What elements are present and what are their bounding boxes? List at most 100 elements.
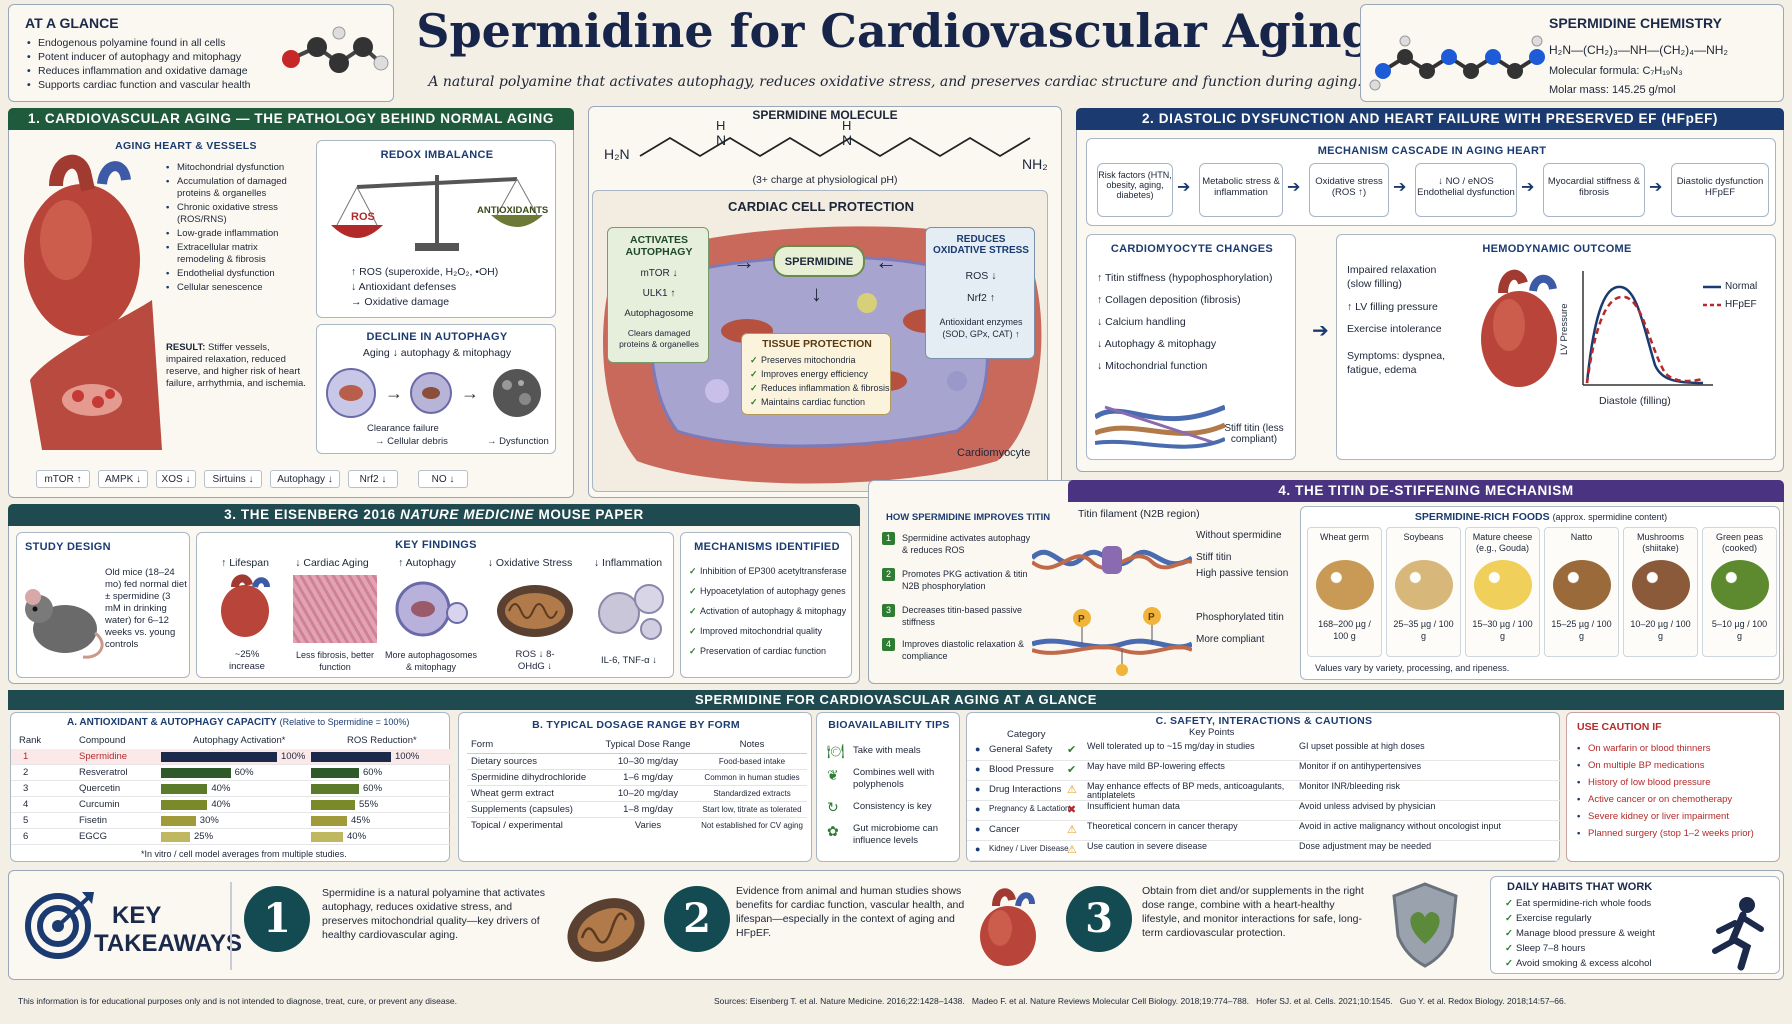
table-header: Notes <box>739 739 765 751</box>
cardio-changes-title: CARDIOMYOCYTE CHANGES <box>1110 243 1274 255</box>
key-point-cell: GI upset possible at high doses <box>1299 741 1425 751</box>
finding-caption: Less fibrosis, better function <box>295 650 375 672</box>
table-cell: Standardized extracts <box>713 788 791 798</box>
habits-title: DAILY HABITS THAT WORK <box>1507 881 1653 893</box>
safety-title: C. SAFETY, INTERACTIONS & CAUTIONS <box>1155 715 1373 727</box>
autophagy-bar <box>161 816 196 826</box>
activates-item: Autophagosome <box>624 308 694 319</box>
lv-pressure-axis-label: LV Pressure <box>1559 303 1570 355</box>
cascade-step: Metabolic stress & inflammation <box>1199 163 1283 217</box>
key-point-cell: Dose adjustment may be needed <box>1299 841 1432 851</box>
rank-cell: 6 <box>23 831 29 842</box>
structure-nh2: NH₂ <box>1022 156 1048 172</box>
table-cell: 1–8 mg/day <box>623 803 673 815</box>
heart-icon <box>980 888 1036 966</box>
food-value: 10–20 µg / 100 g <box>1630 619 1691 641</box>
autophagy-line: Aging ↓ autophagy & mitophagy <box>362 347 512 359</box>
autophagy-value: 40% <box>211 799 231 810</box>
tip-text: Take with meals <box>853 745 921 756</box>
compound-cell: Curcumin <box>79 799 120 810</box>
list-item: Low-grade inflammation <box>166 228 298 240</box>
legend-hfpef: HFpEF <box>1725 299 1757 310</box>
cascade-title: MECHANISM CASCADE IN AGING HEART <box>1317 145 1547 157</box>
ros-bar <box>311 784 359 794</box>
compound-cell: Quercetin <box>79 783 121 794</box>
food-image <box>1473 560 1532 610</box>
col-key-points: Key Points <box>1189 727 1235 738</box>
table-cell: Not established for CV aging <box>701 820 803 830</box>
arrow-right-icon: → <box>733 249 755 274</box>
hemo-item: ↑ LV filling pressure <box>1347 301 1438 313</box>
col-category: Category <box>1007 729 1046 740</box>
table-cell: 10–20 mg/day <box>617 787 679 799</box>
food-image <box>1552 560 1611 610</box>
fibrosis-tissue-image <box>293 575 377 643</box>
reduces-stress-box: REDUCES OXIDATIVE STRESS ROS ↓ Nrf2 ↑ An… <box>925 227 1035 359</box>
food-value: 5–10 µg / 100 g <box>1711 619 1768 641</box>
col-ros: ROS Reduction* <box>347 735 417 746</box>
tissue-title: TISSUE PROTECTION <box>762 338 872 350</box>
finding-caption: More autophagosomes & mitophagy <box>384 650 478 672</box>
stiff-titin-illustration <box>1032 546 1192 574</box>
key-point-cell: Use caution in severe disease <box>1087 841 1208 851</box>
finding-heading: ↓ Oxidative Stress <box>487 557 573 569</box>
list-item: Endothelial dysfunction <box>166 268 298 280</box>
autophagy-value: 100% <box>281 751 306 762</box>
marker-tag-sirtuins: Sirtuins ↓ <box>204 470 262 488</box>
marker-tag-mtor: mTOR ↑ <box>36 470 90 488</box>
list-item: Sleep 7–8 hours <box>1505 942 1705 956</box>
food-image <box>1394 560 1453 610</box>
chemistry-molar-mass: Molar mass: 145.25 g/mol <box>1549 84 1676 96</box>
table-cell: Supplements (capsules) <box>471 803 573 815</box>
food-image <box>1710 560 1769 610</box>
cascade-step: Oxidative stress (ROS ↑) <box>1309 163 1389 217</box>
study-design-box: STUDY DESIGN Old mice (18–24 mo) fed nor… <box>16 532 190 678</box>
list-item: Improved mitochondrial quality <box>689 625 849 637</box>
hemo-item: Symptoms: dyspnea, fatigue, edema <box>1347 350 1446 376</box>
divider <box>230 882 232 970</box>
tissue-protection-box: TISSUE PROTECTION Preserves mitochondria… <box>741 333 891 415</box>
food-name: Wheat germ <box>1319 532 1370 542</box>
autophagy-value: 25% <box>194 831 214 842</box>
autophagosome-icon <box>395 581 468 637</box>
foods-footer: Values vary by variety, processing, and … <box>1315 663 1510 673</box>
antioxidants-label: ANTIOXIDANTS <box>477 205 549 216</box>
table-header: Typical Dose Range <box>605 739 691 751</box>
table-cell: 10–30 mg/day <box>617 755 679 767</box>
food-image <box>1631 560 1690 610</box>
food-name: Soybeans <box>1403 532 1444 542</box>
arrow-left-icon: ← <box>875 249 897 274</box>
cell-protection-box: CARDIAC CELL PROTECTION ACTIVATES AUTOPH… <box>592 190 1048 492</box>
list-item: ↓ Autophagy & mitophagy <box>1097 338 1217 350</box>
consistency-icon: ↻ <box>827 799 839 815</box>
list-item: Preserves mitochondria <box>750 354 890 366</box>
category-icon: ● <box>975 744 981 754</box>
category-icon: ● <box>975 784 981 794</box>
list-item: Mitochondrial dysfunction <box>166 162 298 174</box>
autophagy-bar <box>161 832 190 842</box>
structure-h1: H <box>716 118 726 133</box>
status-icon: ⚠ <box>1067 824 1077 836</box>
list-item: Cellular senescence <box>166 282 298 294</box>
list-item: ↓ Mitochondrial function <box>1097 360 1208 372</box>
list-item: History of low blood pressure <box>1577 775 1777 790</box>
svg-text:P: P <box>1148 612 1155 623</box>
takeaway-number: 3 <box>1066 886 1132 952</box>
arrow-right-icon: ➔ <box>1177 179 1191 196</box>
list-item: Reduces inflammation and oxidative damag… <box>27 65 277 77</box>
spermidine-structure <box>639 136 1031 158</box>
food-item: Green peas (cooked)5–10 µg / 100 g <box>1702 527 1777 657</box>
caution-list: On warfarin or blood thinners On multipl… <box>1577 741 1777 843</box>
category-cell: Blood Pressure <box>989 764 1054 775</box>
category-cell: Cancer <box>989 824 1020 835</box>
status-icon: ✔ <box>1067 764 1077 776</box>
list-item: Exercise regularly <box>1505 912 1705 926</box>
